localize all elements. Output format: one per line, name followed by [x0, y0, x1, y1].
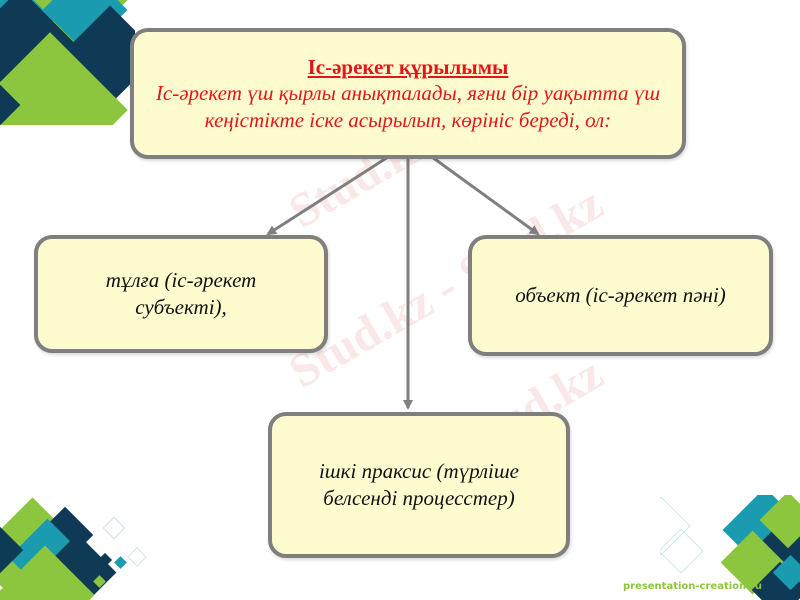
praxis-box: ішкі праксис (түрліше белсенді процессте… — [268, 412, 570, 558]
object-box: объект (іс-әрекет пәні) — [468, 235, 773, 356]
subject-text: тұлға (іс-әрекет субъекті), — [105, 268, 257, 319]
praxis-text: ішкі праксис (түрліше белсенді процессте… — [318, 459, 520, 510]
object-text: объект (іс-әрекет пәні) — [515, 283, 726, 307]
subject-box: тұлға (іс-әрекет субъекті), — [34, 235, 328, 353]
credit-link[interactable]: presentation-creation.ru — [622, 581, 762, 592]
diagram-description: Іс-әрекет үш қырлы анықталады, яғни бір … — [155, 80, 661, 132]
diagram-title: Іс-әрекет құрылымы — [307, 54, 509, 79]
main-concept-box: Іс-әрекет құрылымы Іс-әрекет үш қырлы ан… — [130, 28, 686, 159]
